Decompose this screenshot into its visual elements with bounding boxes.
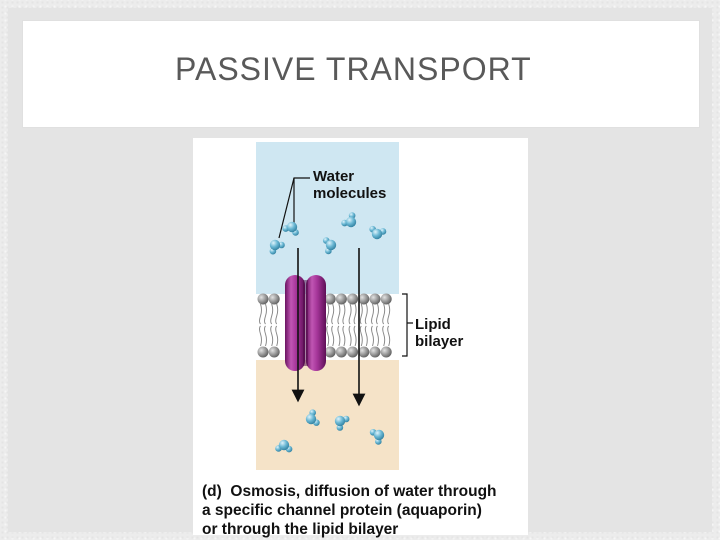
extracellular-region <box>256 142 399 294</box>
figure-caption: (d) Osmosis, diffusion of water through … <box>202 482 532 539</box>
lipid-tail <box>342 303 346 325</box>
lipid-tail <box>337 325 341 347</box>
caption-rest: , diffusion of water through <box>295 483 497 500</box>
water-molecule <box>282 221 299 236</box>
lipid-tail <box>331 303 335 325</box>
water-molecule <box>369 225 387 240</box>
lipid-tail <box>331 325 335 347</box>
lipid-tail <box>348 325 352 347</box>
lipid-tail <box>348 303 352 325</box>
lipid-head <box>335 346 347 358</box>
lipid-head <box>380 346 392 358</box>
lipid-head <box>369 346 381 358</box>
water-molecule <box>275 439 293 453</box>
caption-line-1: (d) Osmosis, diffusion of water through <box>202 482 532 501</box>
lipid-tail <box>359 325 363 347</box>
water-molecules-label: Water molecules <box>313 168 386 202</box>
lipid-tail <box>353 303 357 325</box>
lipid-tail <box>259 325 262 347</box>
lipid-tail <box>382 303 386 325</box>
lipid-tail <box>264 303 267 325</box>
lipid-tail <box>371 303 374 325</box>
water-molecule <box>305 409 320 426</box>
lipid-label-line2: bilayer <box>415 333 464 350</box>
lipid-label-line1: Lipid <box>415 316 451 333</box>
lipid-tail <box>353 325 357 347</box>
lipid-tail <box>382 325 386 347</box>
lipid-head <box>369 293 381 305</box>
lipid-tail <box>275 303 279 325</box>
slide-title: PASSIVE TRANSPORT <box>175 51 532 87</box>
lipid-head <box>324 293 336 305</box>
lipid-head <box>347 293 359 305</box>
lipid-tail <box>376 325 379 347</box>
lipid-tail <box>364 325 368 347</box>
caption-line-3: or through the lipid bilayer <box>202 521 399 538</box>
title-box: PASSIVE TRANSPORT <box>22 20 700 128</box>
lipid-head <box>268 293 280 305</box>
lipid-tail <box>270 325 274 347</box>
lipid-bilayer-label: Lipid bilayer <box>415 316 463 350</box>
water-label-line2: molecules <box>313 185 387 202</box>
lipid-head <box>268 346 280 358</box>
water-molecule <box>341 212 357 228</box>
lipid-head <box>358 346 370 358</box>
lipid-head <box>380 293 392 305</box>
lipid-tail <box>326 303 330 325</box>
water-molecules <box>269 212 387 453</box>
lipid-bilayer <box>257 293 392 358</box>
lipid-tail <box>376 303 379 325</box>
water-molecule <box>269 239 285 255</box>
lipid-tail <box>275 325 279 347</box>
osmosis-diagram <box>256 142 413 470</box>
lipid-tail <box>342 325 346 347</box>
water-label-line1: Water <box>313 168 355 185</box>
lipid-tail <box>337 303 341 325</box>
lipid-head <box>358 293 370 305</box>
lipid-head <box>324 346 336 358</box>
lipid-tail <box>371 325 374 347</box>
lipid-tail <box>264 325 267 347</box>
caption-term: Osmosis <box>230 483 296 500</box>
osmosis-figure: Water molecules Lipid bilayer <box>193 138 528 535</box>
lipid-tail <box>259 303 262 325</box>
lipid-tail <box>387 303 391 325</box>
lipid-head <box>335 293 347 305</box>
lipid-head <box>257 293 269 305</box>
cytoplasm-region <box>256 360 399 470</box>
water-molecule <box>334 415 350 431</box>
lipid-head <box>347 346 359 358</box>
lipid-tail <box>387 325 391 347</box>
lipid-tail <box>270 303 274 325</box>
lipid-bilayer-bracket <box>402 293 413 357</box>
lipid-head <box>257 346 269 358</box>
lipid-tail <box>359 303 363 325</box>
caption-part-label: (d) <box>202 483 222 500</box>
aquaporin-channel-protein <box>285 275 326 371</box>
caption-line-2: a specific channel protein (aquaporin) <box>202 502 482 519</box>
lipid-tail <box>326 325 330 347</box>
water-molecule <box>322 237 337 255</box>
lipid-tail <box>364 303 368 325</box>
water-molecule <box>369 428 385 445</box>
